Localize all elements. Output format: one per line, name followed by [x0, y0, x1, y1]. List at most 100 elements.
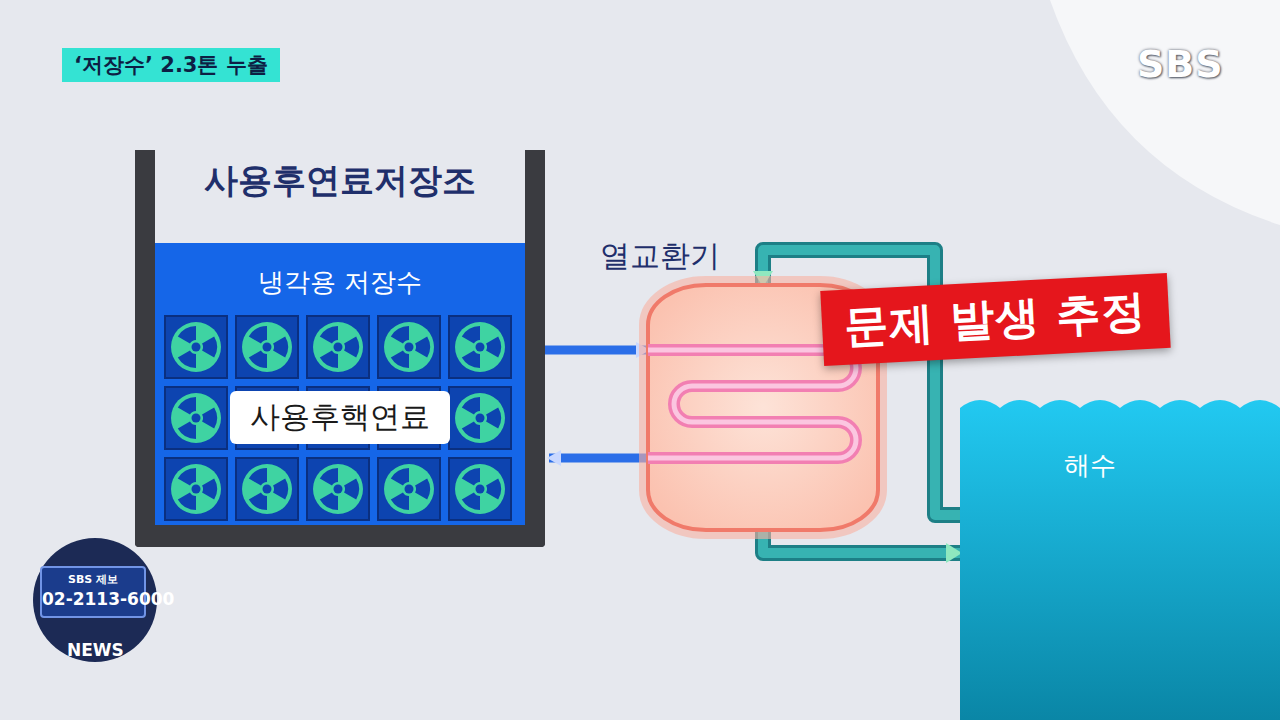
hx-coil-outer — [648, 350, 856, 458]
radiation-disc — [171, 322, 221, 372]
radiation-blade — [202, 408, 217, 429]
radiation-blade — [249, 351, 267, 369]
fuel-label-box: 사용후핵연료 — [230, 391, 450, 444]
light-arc — [1050, 0, 1280, 225]
radiation-disc — [384, 464, 434, 514]
radiation-blade — [415, 479, 430, 500]
news-caption-tag: ‘저장수’ 2.3톤 누출 — [62, 48, 280, 82]
radiation-center — [405, 343, 414, 352]
cooling-pipe — [549, 454, 648, 463]
radiation-disc — [384, 322, 434, 372]
radiation-blade — [462, 351, 480, 369]
radiation-blade — [178, 468, 196, 486]
fuel-cell — [449, 316, 511, 378]
radiation-center — [476, 485, 485, 494]
radiation-blade — [415, 337, 430, 358]
node-heading: 열교환기 — [600, 236, 720, 277]
radiation-blade — [273, 479, 288, 500]
radiation-blade — [486, 479, 501, 500]
radiation-blade — [391, 493, 409, 511]
news-badge — [33, 538, 157, 662]
radiation-disc — [313, 322, 363, 372]
radiation-center — [405, 485, 414, 494]
node-heading: 냉각용 저장수 — [155, 265, 525, 300]
radiation-blade — [178, 397, 196, 415]
radiation-disc — [455, 322, 505, 372]
fuel-cell — [236, 458, 298, 520]
fuel-cell — [165, 387, 227, 449]
node-heading: 해수 — [1064, 448, 1116, 483]
radiation-center — [334, 485, 343, 494]
radiation-center — [192, 414, 201, 423]
radiation-center — [263, 485, 272, 494]
radiation-disc — [171, 464, 221, 514]
seawater: 해수 — [960, 396, 1280, 720]
storage-pool: 사용후연료저장조냉각용 저장수사용후핵연료 — [135, 150, 545, 547]
radiation-center — [263, 343, 272, 352]
cooling-water: 냉각용 저장수사용후핵연료 — [155, 243, 525, 525]
fuel-cell — [378, 458, 440, 520]
radiation-blade — [391, 351, 409, 369]
fuel-cell — [165, 316, 227, 378]
node-text: 02-2113-6000 — [42, 589, 144, 609]
radiation-blade — [320, 326, 338, 344]
hx-coil-inner — [648, 350, 856, 458]
sea-wave — [960, 400, 1280, 720]
radiation-center — [476, 343, 485, 352]
radiation-blade — [273, 337, 288, 358]
radiation-blade — [249, 493, 267, 511]
radiation-blade — [391, 326, 409, 344]
radiation-blade — [249, 468, 267, 486]
radiation-blade — [320, 468, 338, 486]
radiation-disc — [313, 464, 363, 514]
radiation-blade — [178, 326, 196, 344]
radiation-blade — [391, 468, 409, 486]
radiation-blade — [486, 337, 501, 358]
radiation-disc — [455, 393, 505, 443]
seawater-shape — [960, 396, 1280, 720]
radiation-center — [192, 485, 201, 494]
radiation-center — [192, 343, 201, 352]
fuel-cell — [236, 316, 298, 378]
heat-exchanger: 열교환기 — [600, 236, 885, 536]
radiation-blade — [486, 408, 501, 429]
node-heading: SBS 제보 — [42, 572, 144, 587]
radiation-center — [476, 414, 485, 423]
fuel-cell — [165, 458, 227, 520]
tip-box: SBS 제보 02-2113-6000 — [40, 566, 146, 618]
fuel-cell — [307, 458, 369, 520]
radiation-blade — [462, 422, 480, 440]
radiation-blade — [178, 351, 196, 369]
radiation-blade — [462, 397, 480, 415]
radiation-center — [334, 343, 343, 352]
radiation-blade — [320, 351, 338, 369]
radiation-blade — [320, 493, 338, 511]
radiation-blade — [344, 479, 359, 500]
radiation-blade — [249, 326, 267, 344]
node-heading: 사용후핵연료 — [250, 397, 430, 438]
radiation-blade — [462, 468, 480, 486]
radiation-blade — [462, 493, 480, 511]
heat-exchanger-shape — [600, 236, 885, 536]
node-heading: 사용후연료저장조 — [155, 158, 525, 204]
radiation-blade — [462, 326, 480, 344]
fuel-cell — [307, 316, 369, 378]
fuel-cell — [449, 387, 511, 449]
news-wordmark: NEWS — [67, 640, 124, 660]
problem-banner: 문제 발생 추정 — [820, 273, 1170, 366]
radiation-blade — [202, 479, 217, 500]
radiation-disc — [242, 322, 292, 372]
broadcaster-logo: SBS — [1137, 42, 1224, 86]
node-heading: 문제 발생 추정 — [843, 282, 1148, 357]
radiation-blade — [178, 493, 196, 511]
radiation-blade — [202, 337, 217, 358]
fuel-cell — [449, 458, 511, 520]
radiation-disc — [171, 393, 221, 443]
radiation-disc — [455, 464, 505, 514]
radiation-disc — [242, 464, 292, 514]
fuel-cell — [378, 316, 440, 378]
radiation-blade — [344, 337, 359, 358]
radiation-blade — [178, 422, 196, 440]
